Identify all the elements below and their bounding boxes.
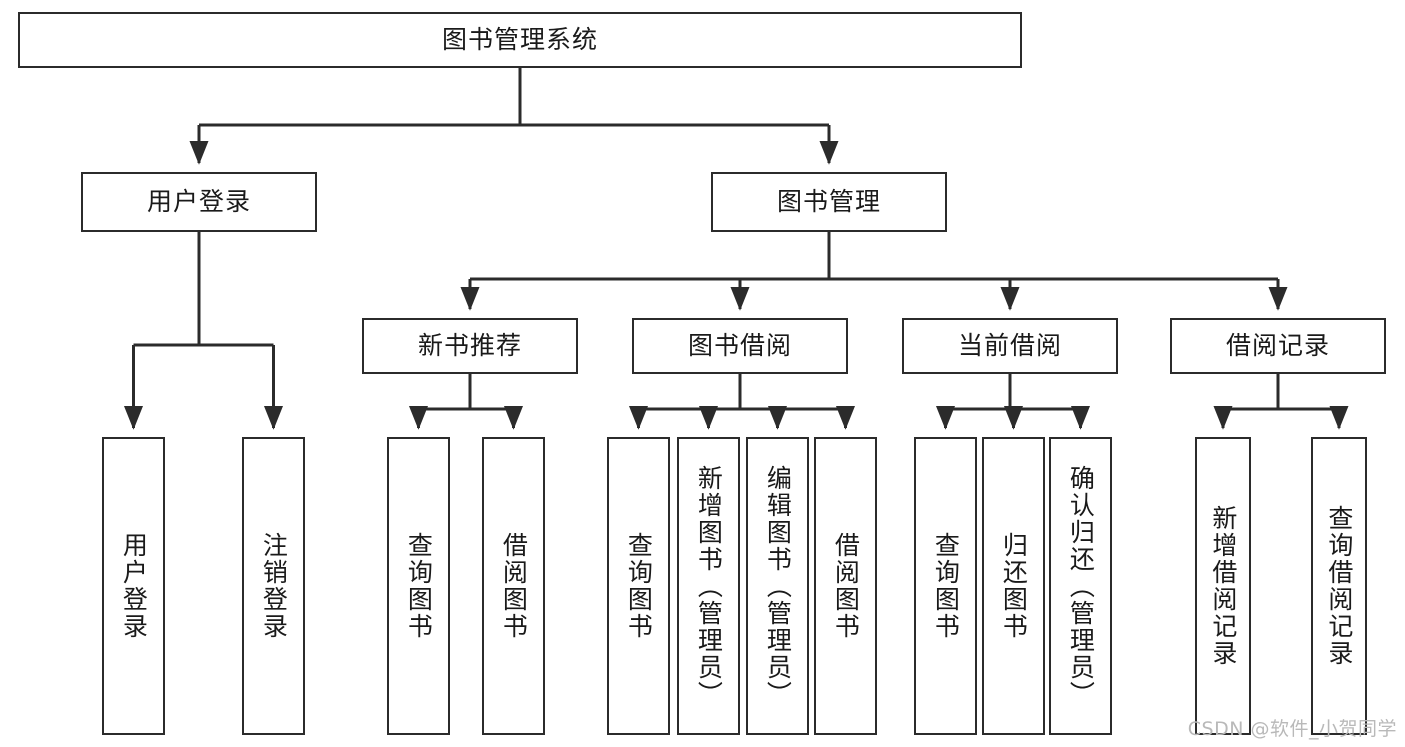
node-leaf-borrow-book[interactable]: 借阅图书 — [814, 437, 877, 735]
node-book-manage[interactable]: 图书管理 — [711, 172, 947, 232]
node-label: 借阅图书 — [499, 532, 529, 640]
node-leaf-confirm-return-admin[interactable]: 确认归还（管理员） — [1049, 437, 1112, 735]
node-label: 查询借阅记录 — [1324, 505, 1354, 667]
node-label: 图书借阅 — [687, 331, 792, 361]
node-label: 用户登录 — [146, 187, 251, 217]
node-label: 图书管理系统 — [441, 25, 598, 55]
node-book-borrow[interactable]: 图书借阅 — [632, 318, 848, 374]
node-label: 借阅记录 — [1225, 331, 1330, 361]
node-label: 图书管理 — [776, 187, 881, 217]
node-leaf-borrow-book-rec[interactable]: 借阅图书 — [482, 437, 545, 735]
node-label: 编辑图书（管理员） — [763, 464, 793, 708]
node-label: 查询图书 — [624, 532, 654, 640]
node-leaf-edit-book-admin[interactable]: 编辑图书（管理员） — [746, 437, 809, 735]
node-leaf-query-book-borrow[interactable]: 查询图书 — [607, 437, 670, 735]
node-label: 新增图书（管理员） — [694, 464, 724, 708]
node-label: 归还图书 — [999, 532, 1029, 640]
node-leaf-return-book[interactable]: 归还图书 — [982, 437, 1045, 735]
node-leaf-add-book-admin[interactable]: 新增图书（管理员） — [677, 437, 740, 735]
node-leaf-add-borrow-record[interactable]: 新增借阅记录 — [1195, 437, 1251, 735]
node-user-login[interactable]: 用户登录 — [81, 172, 317, 232]
node-leaf-query-borrow-record[interactable]: 查询借阅记录 — [1311, 437, 1367, 735]
node-label: 查询图书 — [404, 532, 434, 640]
node-label: 用户登录 — [119, 532, 149, 640]
node-label: 借阅图书 — [831, 532, 861, 640]
node-root-system[interactable]: 图书管理系统 — [18, 12, 1022, 68]
node-label: 查询图书 — [931, 532, 961, 640]
node-borrow-record[interactable]: 借阅记录 — [1170, 318, 1386, 374]
node-label: 新增借阅记录 — [1208, 505, 1238, 667]
node-leaf-user-logout[interactable]: 注销登录 — [242, 437, 305, 735]
node-label: 确认归还（管理员） — [1066, 464, 1096, 708]
node-leaf-user-login[interactable]: 用户登录 — [102, 437, 165, 735]
node-current-borrow[interactable]: 当前借阅 — [902, 318, 1118, 374]
watermark-label: CSDN @软件_小贺同学 — [1187, 718, 1397, 740]
node-label: 新书推荐 — [417, 331, 522, 361]
node-leaf-query-book-cur[interactable]: 查询图书 — [914, 437, 977, 735]
node-new-book-recommend[interactable]: 新书推荐 — [362, 318, 578, 374]
node-leaf-query-book-rec[interactable]: 查询图书 — [387, 437, 450, 735]
node-label: 注销登录 — [259, 532, 289, 640]
node-label: 当前借阅 — [957, 331, 1062, 361]
